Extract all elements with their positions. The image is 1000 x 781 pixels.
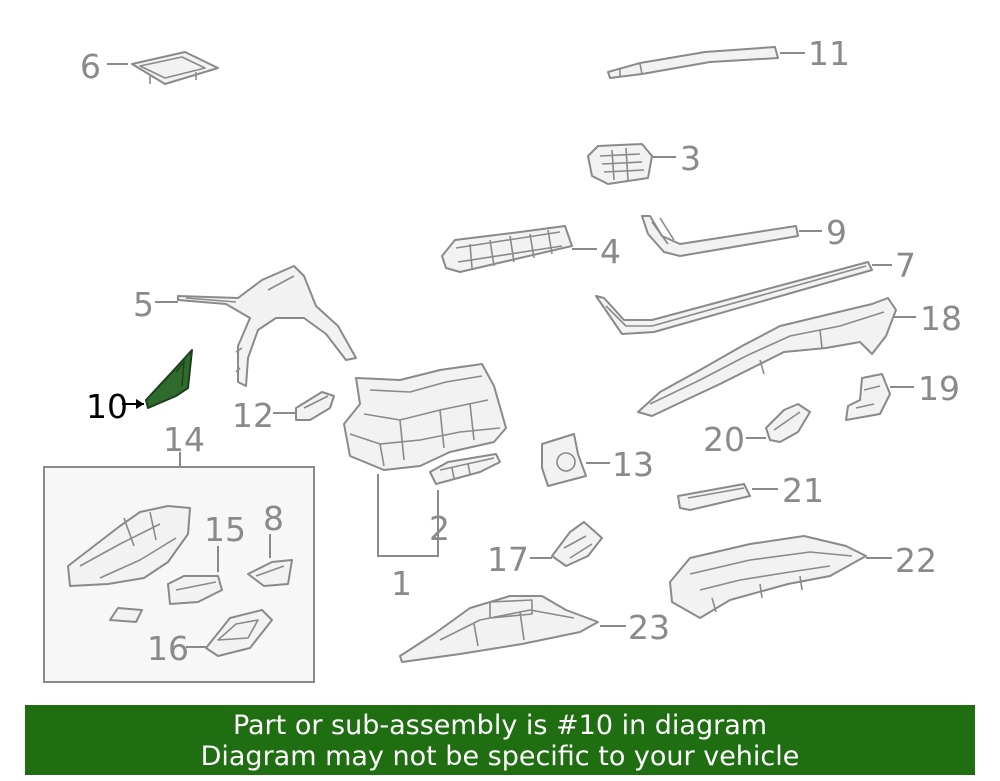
callout-7[interactable]: 7	[895, 246, 916, 285]
part-box-main[interactable]	[67, 505, 191, 587]
part-box-small[interactable]	[109, 607, 143, 623]
part-6[interactable]	[131, 51, 219, 85]
part-4[interactable]	[441, 225, 573, 273]
callout-5[interactable]: 5	[133, 285, 154, 324]
part-13[interactable]	[541, 433, 587, 487]
part-15[interactable]	[167, 575, 223, 605]
part-5[interactable]	[177, 265, 357, 387]
callout-8[interactable]: 8	[263, 499, 284, 538]
callout-22[interactable]: 22	[895, 541, 937, 580]
callout-15[interactable]: 15	[204, 510, 246, 549]
callout-4[interactable]: 4	[600, 232, 621, 271]
callout-16[interactable]: 16	[147, 629, 189, 668]
callout-11[interactable]: 11	[808, 34, 850, 73]
part-22[interactable]	[669, 535, 867, 619]
callout-2[interactable]: 2	[429, 509, 450, 548]
parts-diagram: 6 11 3 9 4 7 18 5	[43, 34, 962, 683]
banner-line-1: Part or sub-assembly is #10 in diagram	[232, 710, 768, 741]
part-1[interactable]	[343, 363, 507, 471]
callout-13[interactable]: 13	[612, 445, 654, 484]
part-12[interactable]	[295, 391, 335, 421]
part-18[interactable]	[637, 297, 897, 417]
callout-14[interactable]: 14	[163, 420, 205, 459]
part-2[interactable]	[429, 453, 501, 485]
part-19[interactable]	[845, 373, 891, 421]
part-17[interactable]	[551, 521, 603, 567]
callout-10[interactable]: 10	[86, 387, 128, 426]
leader-1	[377, 474, 439, 557]
callout-17[interactable]: 17	[487, 540, 529, 579]
callout-1[interactable]: 1	[391, 564, 412, 603]
part-16[interactable]	[205, 609, 273, 657]
part-3[interactable]	[587, 143, 653, 185]
callout-21[interactable]: 21	[782, 471, 824, 510]
part-7[interactable]	[595, 261, 873, 335]
part-8[interactable]	[247, 559, 293, 587]
arrow-10	[136, 399, 144, 409]
callout-23[interactable]: 23	[628, 608, 670, 647]
info-banner: Part or sub-assembly is #10 in diagram D…	[25, 705, 975, 775]
part-23[interactable]	[399, 595, 599, 663]
callout-19[interactable]: 19	[918, 369, 960, 408]
part-9[interactable]	[641, 215, 799, 257]
part-20[interactable]	[765, 403, 811, 443]
callout-18[interactable]: 18	[920, 299, 962, 338]
callout-9[interactable]: 9	[826, 213, 847, 252]
callout-12[interactable]: 12	[232, 396, 274, 435]
part-10[interactable]	[145, 349, 193, 409]
banner-line-2: Diagram may not be specific to your vehi…	[200, 741, 800, 772]
part-11[interactable]	[607, 46, 779, 79]
part-21[interactable]	[677, 483, 751, 511]
callout-3[interactable]: 3	[680, 139, 701, 178]
callout-20[interactable]: 20	[703, 420, 745, 459]
callout-6[interactable]: 6	[80, 47, 101, 86]
